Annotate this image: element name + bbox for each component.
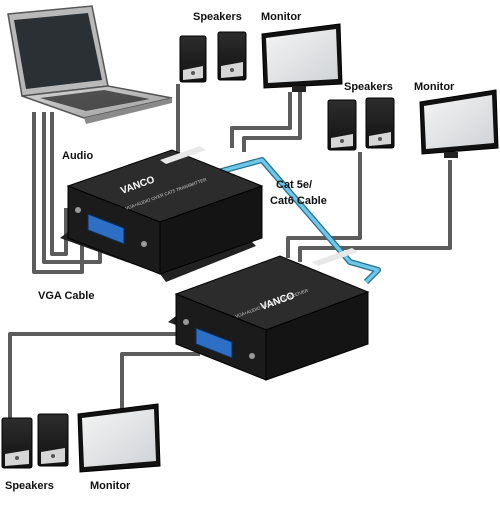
rx-to-bottom-monitor-cable [120, 352, 200, 416]
right-monitor [419, 89, 499, 158]
laptop-vga-cable-2 [50, 112, 68, 256]
top-monitor [261, 23, 343, 92]
rx-to-remote-speakers-cable [286, 152, 362, 258]
cables [8, 84, 452, 418]
label-audio: Audio [62, 150, 94, 162]
label-top-monitor: Monitor [261, 11, 302, 23]
label-right-monitor: Monitor [414, 81, 455, 93]
label-vga-cable: VGA Cable [38, 290, 95, 302]
tx-to-monitor-cable-2 [242, 92, 302, 152]
label-right-speakers: Speakers [344, 81, 393, 93]
label-bottom-speakers: Speakers [5, 480, 54, 492]
label-cat-cable-line2: Cat6 Cable [270, 195, 327, 207]
rx-to-bottom-speakers-cable [8, 332, 188, 418]
right-speakers [327, 97, 395, 151]
transmitter-unit: VANCO VGA+AUDIO OVER CAT5 TRANSMITTER [60, 146, 264, 282]
laptop [7, 5, 173, 124]
bottom-speakers [1, 413, 69, 469]
top-speakers [179, 31, 247, 83]
label-bottom-monitor: Monitor [90, 480, 131, 492]
tx-to-monitor-cable [230, 92, 292, 148]
receiver-unit: VANCO VGA+AUDIO OVER CAT5 RECEIVER [168, 248, 370, 381]
cat-cable [217, 157, 381, 285]
rx-to-remote-monitor-cable [298, 160, 452, 262]
label-top-speakers: Speakers [193, 11, 242, 23]
bottom-monitor [77, 403, 161, 473]
label-cat-cable-line1: Cat 5e/ [276, 179, 313, 191]
